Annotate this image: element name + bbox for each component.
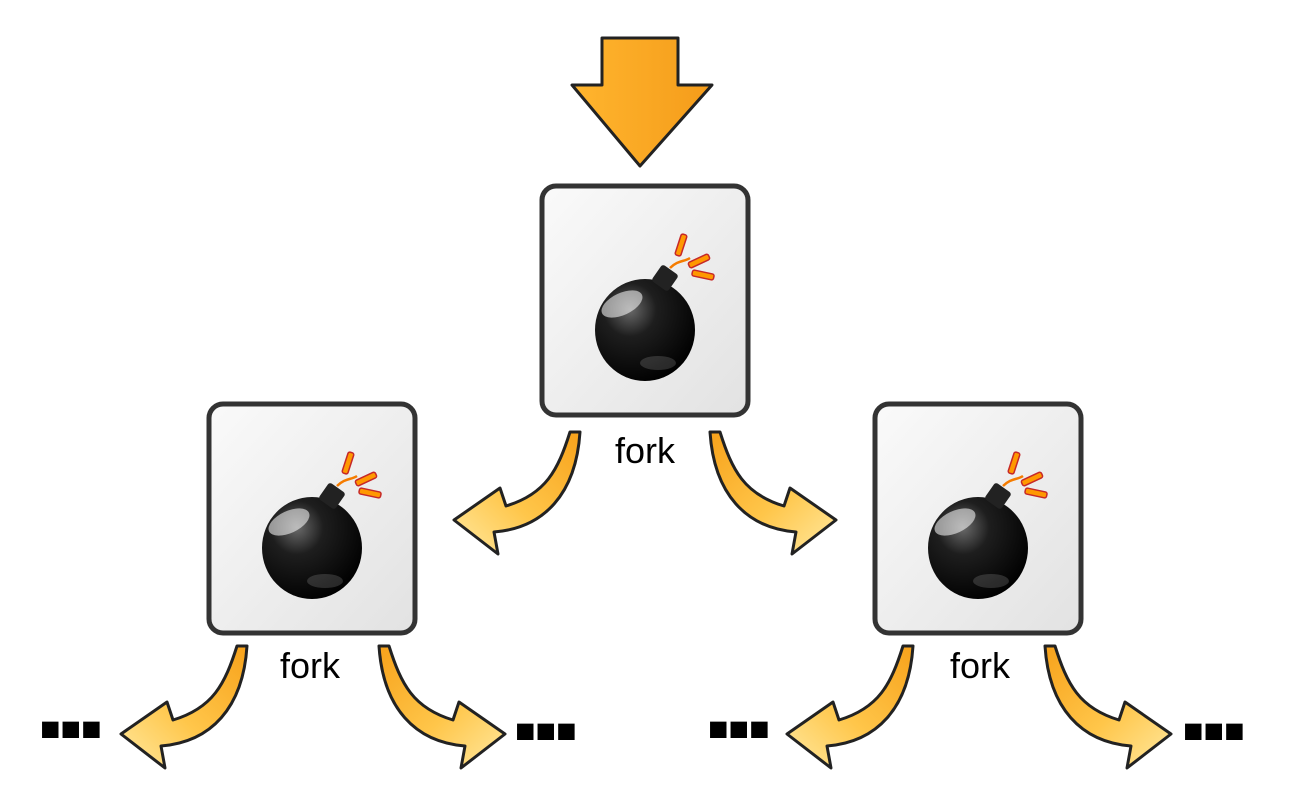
ellipsis-mark: ■■■ xyxy=(708,710,770,748)
fork-node-left xyxy=(206,401,418,636)
curved-arrow-right-left xyxy=(785,644,915,770)
ellipsis-mark: ■■■ xyxy=(1183,712,1245,750)
fork-node-right xyxy=(872,401,1084,636)
fork-label-right: fork xyxy=(950,645,1011,686)
ellipsis-mark: ■■■ xyxy=(515,712,577,750)
ellipsis-mark: ■■■ xyxy=(40,710,102,748)
fork-label-left: fork xyxy=(280,645,341,686)
curved-arrow-right-right xyxy=(1043,644,1173,770)
curved-arrow-root-right xyxy=(708,430,838,556)
curved-arrow-left-right xyxy=(377,644,507,770)
entry-arrow xyxy=(570,36,714,168)
curved-arrow-left-left xyxy=(119,644,249,770)
fork-node-root xyxy=(539,183,751,418)
fork-label-root: fork xyxy=(615,430,676,471)
curved-arrow-root-left xyxy=(452,430,582,556)
